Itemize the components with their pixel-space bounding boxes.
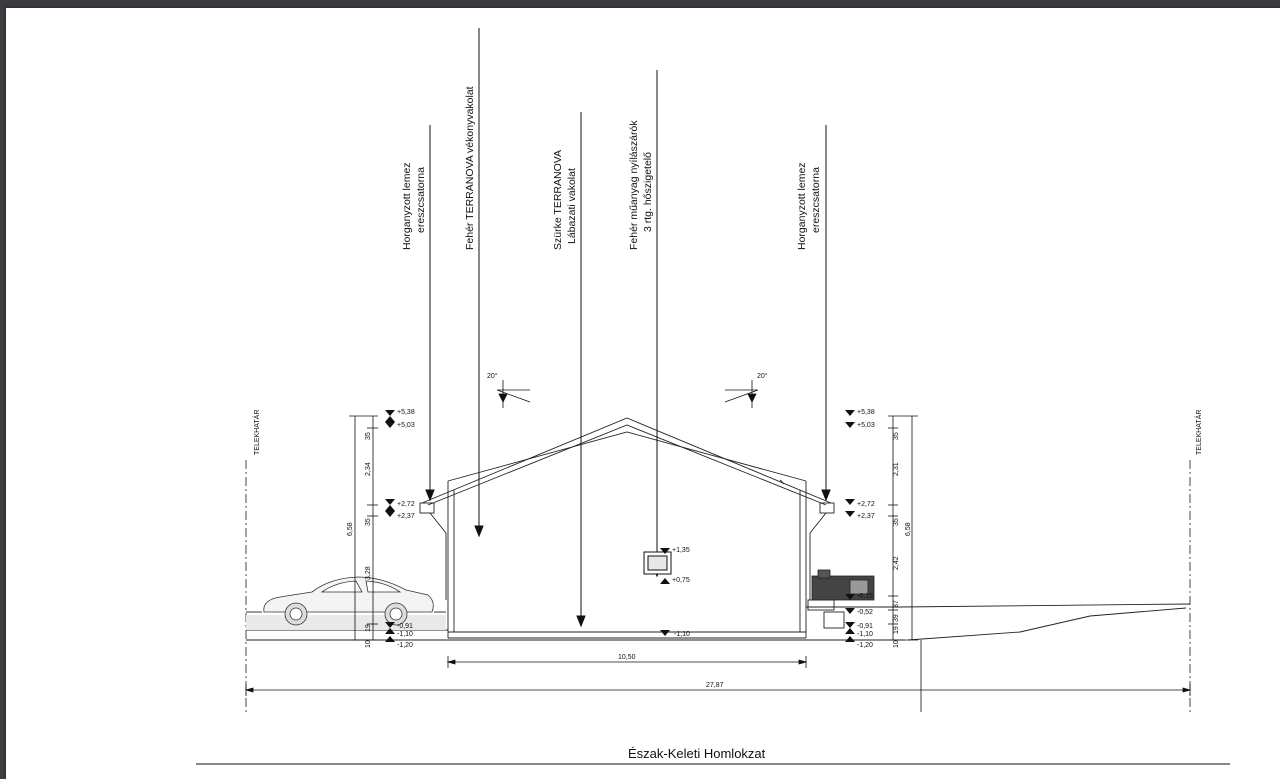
dimension-lines-vertical [349,415,918,641]
callout-leaders [425,28,831,628]
callout-4-line2: 3 rtg. hőszigetelő [642,152,654,232]
viewer-toolbar [0,0,1280,8]
dim-left-1: 2,34 [365,462,372,476]
level-right-7: -1,10 [857,631,873,638]
dim-right-2: 35 [893,518,900,526]
dim-right-7: 10 [893,640,900,648]
callout-1-line2: ereszcsatorna [415,167,427,233]
outdoor-unit-illustration [811,569,875,601]
dim-left-0: 35 [365,432,372,440]
dimension-lines-horizontal [244,640,1192,712]
dim-right-6: 19 [893,626,900,634]
boundary-label-left: TELEKHATÁR [252,410,261,455]
building-width-dimension: 10,50 [618,654,636,661]
plot-width-dimension: 27,87 [706,682,724,689]
callout-5-line2: ereszcsatorna [810,167,822,233]
total-height-left: 6,58 [347,522,354,536]
dim-left-3: 3,28 [365,566,372,580]
window-level-top: +1,35 [672,547,690,554]
window-symbol [643,551,672,575]
dim-left-5: 10 [365,640,372,648]
level-left-4: -0,91 [397,623,413,630]
roof-angle-label-left: 20° [487,372,498,380]
level-left-0: +5,38 [397,409,415,416]
level-right-5: -0,52 [857,609,873,616]
dim-left-4: 19 [365,624,372,632]
level-left-2: +2,72 [397,501,415,508]
dim-left-2: 35 [365,518,372,526]
callout-1-line1: Horganyzott lemez [401,162,413,250]
boundary-label-right: TELEKHATÁR [1194,410,1203,455]
level-left-3: +2,37 [397,513,415,520]
window-level-bottom: +0,75 [672,577,690,584]
level-left-5: -1,10 [397,631,413,638]
level-left-1: +5,03 [397,422,415,429]
level-left-6: -1,20 [397,642,413,649]
level-right-3: +2,37 [857,513,875,520]
callout-2-line1: Fehér TERRANOVA vékonyvakolat [464,86,476,250]
elevation-drawing: TELEKHATÁR TELEKHATÁR Horganyzott lemez … [196,28,1230,765]
level-markers [385,410,855,642]
level-right-0: +5,38 [857,409,875,416]
plinth-shade-left [246,615,446,630]
roof-angle-symbol-right [724,380,759,408]
car-illustration [263,576,434,626]
dim-right-1: 2,31 [893,462,900,476]
dim-right-5: 39 [893,614,900,622]
level-right-6: -0,91 [857,623,873,630]
total-height-right: 6,58 [905,522,912,536]
drawing-title: Észak-Keleti Homlokzat [628,746,766,761]
callout-5-line1: Horganyzott lemez [796,162,808,250]
dim-right-3: 2,42 [893,556,900,570]
level-right-1: +5,03 [857,422,875,429]
callout-4-line1: Fehér műanyag nyílászárók [628,120,640,250]
callout-3-line1: Szürke TERRANOVA [552,150,564,250]
level-right-4: -0,15 [857,593,873,600]
dim-right-4: 37 [893,600,900,608]
level-right-8: -1,20 [857,642,873,649]
roof-angle-label-right: 20° [757,372,768,380]
drawing-page[interactable]: TELEKHATÁR TELEKHATÁR Horganyzott lemez … [6,8,1280,779]
building-elevation [419,417,835,639]
roof-angle-symbol-left [496,380,531,408]
level-right-2: +2,72 [857,501,875,508]
floor-level: -1,10 [674,631,690,638]
dim-right-0: 35 [893,432,900,440]
callout-3-line2: Lábazati vakolat [566,168,578,244]
